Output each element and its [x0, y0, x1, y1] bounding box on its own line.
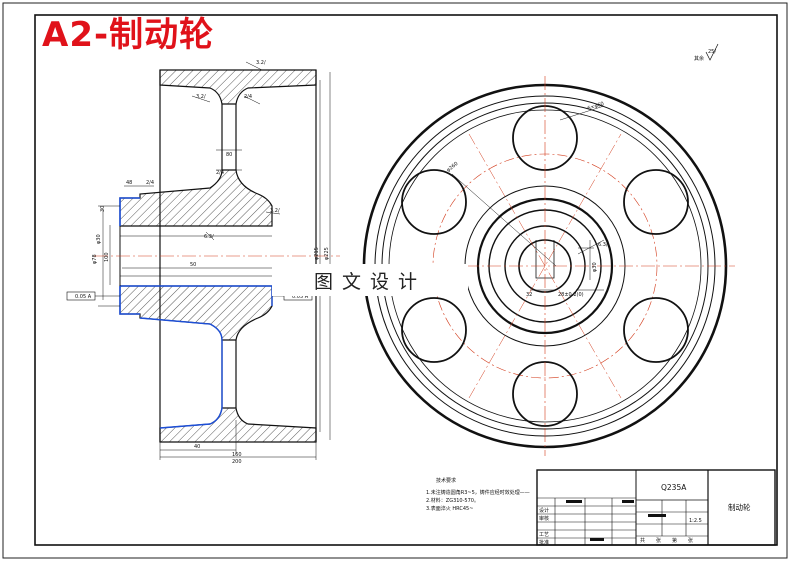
- row-label: 设计: [539, 507, 549, 514]
- dim-label: 2/4: [146, 180, 154, 186]
- dim-label: 80: [226, 152, 232, 158]
- tech-req-line: 1.未注铸造圆角R3~5，铸件应经时效处理——: [426, 489, 530, 496]
- dim-label: 30: [100, 206, 106, 212]
- tech-req-heading: 技术要求: [436, 477, 456, 484]
- row-label: 工艺: [539, 532, 549, 538]
- dim-label: 6.3/: [204, 234, 214, 240]
- tech-req-line: 2.材料：ZG310-570。: [426, 497, 479, 504]
- part-name-label: 制动轮: [728, 502, 751, 512]
- dim-label: 6×φ60: [587, 101, 605, 112]
- dim-label: 160: [232, 452, 242, 458]
- title-block: [536, 469, 776, 546]
- dim-label: 32: [526, 292, 532, 298]
- dim-label: 100: [104, 252, 110, 262]
- material-label: Q235A: [661, 483, 687, 492]
- dim-label: 28±0.2(0): [558, 292, 584, 298]
- row-label: 批准: [539, 539, 549, 546]
- footer-label: 共: [640, 537, 645, 544]
- dim-label: 48: [126, 180, 132, 186]
- technical-requirements: 技术要求 1.未注铸造圆角R3~5，铸件应经时效处理—— 2.材料：ZG310-…: [426, 477, 530, 512]
- inner-frame: [34, 14, 778, 546]
- corner-note: 其余: [694, 55, 704, 62]
- footer-label: 第: [672, 537, 677, 544]
- dim-label: 2/4: [244, 94, 252, 100]
- dim-label: 50: [190, 262, 196, 268]
- footer-label: 张: [688, 537, 693, 544]
- dim-label: 2/4: [216, 170, 224, 176]
- dim-label: φ30: [592, 262, 598, 272]
- row-label: 审核: [539, 515, 549, 522]
- dim-label: 40: [194, 444, 200, 450]
- dim-label: 3.2/: [256, 60, 266, 66]
- dim-label: 3.2/: [196, 94, 206, 100]
- dim-label: φ78: [92, 254, 98, 264]
- section-view-labels: 3.2/ 3.2/ 2/4 2/4 3.2/ 6.3/ 50 48 80 2/4…: [75, 60, 330, 465]
- dim-label: φ215: [314, 247, 320, 260]
- scale-label: 1:2.5: [689, 518, 702, 524]
- dim-label: φ225: [324, 247, 330, 260]
- footer-label: 张: [656, 537, 661, 544]
- roughness-symbol-icon: [705, 43, 719, 61]
- dim-label: 3.2/: [270, 208, 280, 214]
- dim-label: φ30: [96, 234, 102, 244]
- tech-req-line: 3.表面淬火 HRC45~: [426, 505, 473, 512]
- datum-tolerance-right: 0.05 A: [292, 294, 309, 300]
- corner-roughness: 25/: [708, 49, 716, 55]
- datum-tolerance-left: 0.05 A: [75, 294, 92, 300]
- dim-label: 6.3/: [598, 242, 608, 248]
- watermark-text: 图文设计: [272, 264, 468, 296]
- section-view: [66, 61, 340, 460]
- title-block-text: Q235A 制动轮 1:2.5 设计 审核 工艺 批准 共 张 第 张: [539, 483, 751, 546]
- drawing-title: A2-制动轮: [42, 15, 215, 55]
- dim-label: 200: [232, 459, 242, 465]
- dim-label: φ260: [446, 161, 460, 174]
- end-view-labels: φ260 6×φ60 6.3/ 28±0.2(0) 32 φ30 其余 25/: [446, 49, 717, 298]
